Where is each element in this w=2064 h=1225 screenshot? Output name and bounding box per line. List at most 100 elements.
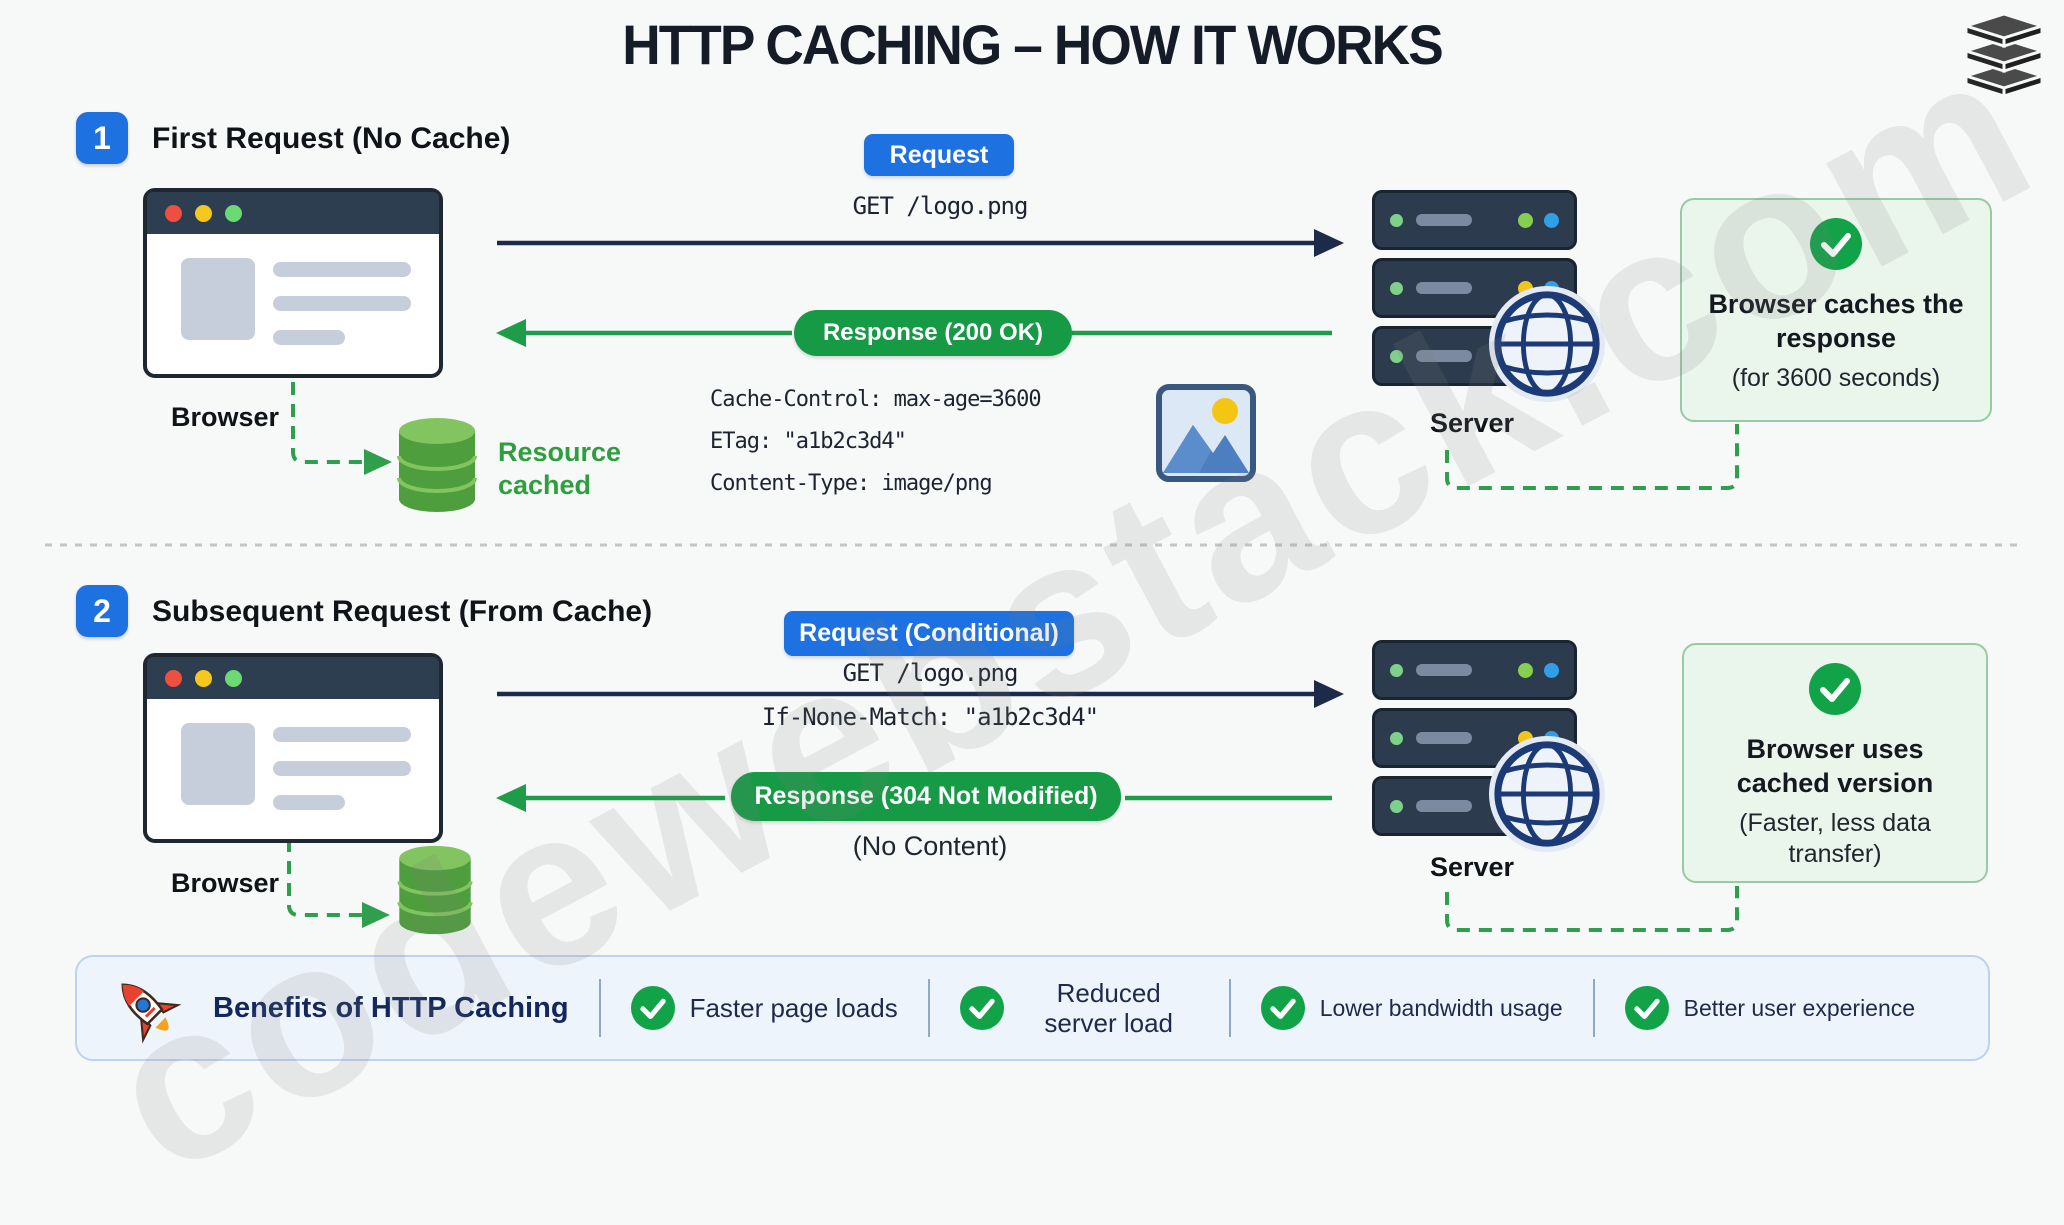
note-title-1: Browser caches the response <box>1708 289 1964 353</box>
drive-slot <box>1416 350 1472 362</box>
red-dot-icon <box>165 204 182 222</box>
status-dot-icon <box>1544 212 1559 228</box>
check-icon <box>1810 218 1862 270</box>
benefit-label: Faster page loads <box>689 992 898 1023</box>
drive-slot <box>1416 664 1472 676</box>
browser-window-2 <box>143 653 443 843</box>
status-dot-icon <box>1518 212 1533 228</box>
benefit-item: Reduced server load <box>959 978 1199 1038</box>
content-placeholder-line <box>273 727 411 742</box>
divider <box>1228 979 1231 1037</box>
note-subtitle-2: (Faster, less data transfer) <box>1739 809 1931 868</box>
server-note-connector-2 <box>1445 886 1739 932</box>
server-illustration-2 <box>1372 640 1606 853</box>
led-icon <box>1390 731 1403 745</box>
section-2-heading: Subsequent Request (From Cache) <box>152 595 653 628</box>
browser-content <box>147 699 439 839</box>
led-icon <box>1390 799 1403 813</box>
response-badge-2: Response (304 Not Modified) <box>731 772 1121 821</box>
note-title-2: Browser uses cached version <box>1736 734 1934 798</box>
request-arrowhead-1 <box>1314 229 1344 257</box>
resource-cached-label: Resource cached <box>498 437 622 500</box>
divider <box>927 979 930 1037</box>
cache-arrowhead-1 <box>364 449 392 475</box>
rocket-icon <box>121 983 182 1044</box>
cache-database-icon-1 <box>396 416 478 519</box>
check-icon <box>1624 986 1669 1030</box>
request-badge-2: Request (Conditional) <box>784 611 1074 656</box>
globe-icon <box>1488 285 1606 408</box>
globe-icon <box>1488 735 1606 858</box>
server-label-2: Server <box>1429 852 1515 882</box>
benefit-item: Better user experience <box>1624 986 1916 1030</box>
benefits-heading: Benefits of HTTP Caching <box>213 991 569 1024</box>
request-line-2a: GET /logo.png <box>842 659 1019 687</box>
led-icon <box>1390 349 1403 363</box>
header-cache-control: Cache-Control: max-age=3600 <box>710 387 1042 412</box>
note-box-1: Browser caches the response (for 3600 se… <box>1680 198 1992 422</box>
request-line-2b: If-None-Match: "a1b2c3d4" <box>761 703 1099 731</box>
response-arrowhead-2 <box>496 784 526 812</box>
response-badge-1: Response (200 OK) <box>794 310 1072 356</box>
drive-slot <box>1416 732 1472 744</box>
browser-titlebar <box>147 192 439 234</box>
drive-slot <box>1416 800 1472 812</box>
browser-titlebar <box>147 657 439 699</box>
benefits-bar: Benefits of HTTP Caching Faster page loa… <box>75 955 1990 1061</box>
content-placeholder-line <box>273 761 411 776</box>
check-icon <box>959 986 1004 1030</box>
header-content-type: Content-Type: image/png <box>710 471 993 496</box>
check-icon <box>630 986 675 1030</box>
request-arrowhead-2 <box>1314 680 1344 708</box>
response-note-2: (No Content) <box>852 831 1008 861</box>
browser-label-1: Browser <box>170 402 280 432</box>
content-placeholder-line <box>273 262 411 277</box>
connector-layer <box>45 229 2020 932</box>
response-headers: Cache-Control: max-age=3600 ETag: "a1b2c… <box>710 379 1042 505</box>
server-unit <box>1372 640 1577 700</box>
benefit-item: Faster page loads <box>630 986 898 1030</box>
image-file-icon <box>1155 383 1257 488</box>
content-placeholder-line <box>273 296 411 311</box>
led-icon <box>1390 213 1403 227</box>
status-dot-icon <box>1518 662 1533 678</box>
content-placeholder-image <box>181 723 255 805</box>
server-label-1: Server <box>1429 408 1515 438</box>
cache-database-icon-2 <box>396 844 474 941</box>
led-icon <box>1390 281 1403 295</box>
content-placeholder-image <box>181 258 255 340</box>
stack-logo-icon <box>1961 12 2047 101</box>
benefit-item: Lower bandwidth usage <box>1260 986 1563 1030</box>
yellow-dot-icon <box>195 669 212 687</box>
green-dot-icon <box>225 204 242 222</box>
response-arrowhead-1 <box>496 319 526 347</box>
yellow-dot-icon <box>195 204 212 222</box>
request-badge-1: Request <box>864 134 1014 176</box>
benefit-label: Lower bandwidth usage <box>1319 994 1563 1021</box>
header-etag: ETag: "a1b2c3d4" <box>710 429 907 454</box>
red-dot-icon <box>165 669 182 687</box>
drive-slot <box>1416 214 1472 226</box>
status-dot-icon <box>1544 662 1559 678</box>
benefit-label: Better user experience <box>1683 994 1916 1021</box>
browser-window-1 <box>143 188 443 378</box>
server-illustration-1 <box>1372 190 1606 403</box>
browser-label-2: Browser <box>170 868 280 898</box>
benefit-label: Reduced server load <box>1044 978 1174 1038</box>
check-icon <box>1809 663 1861 715</box>
browser-content <box>147 234 439 374</box>
cache-arrowhead-2 <box>362 902 390 928</box>
note-box-2: Browser uses cached version (Faster, les… <box>1682 643 1988 883</box>
divider <box>1592 979 1595 1037</box>
server-unit <box>1372 190 1577 250</box>
green-dot-icon <box>225 669 242 687</box>
infographic-canvas: { "title": "HTTP CACHING – HOW IT WORKS"… <box>45 1 2064 1222</box>
check-icon <box>1260 986 1305 1030</box>
content-placeholder-line <box>273 795 345 810</box>
section-2-number-badge: 2 <box>76 585 128 637</box>
section-1-heading: First Request (No Cache) <box>152 122 511 155</box>
led-icon <box>1390 663 1403 677</box>
divider <box>598 979 601 1037</box>
request-line-1: GET /logo.png <box>852 192 1029 220</box>
drive-slot <box>1416 282 1472 294</box>
